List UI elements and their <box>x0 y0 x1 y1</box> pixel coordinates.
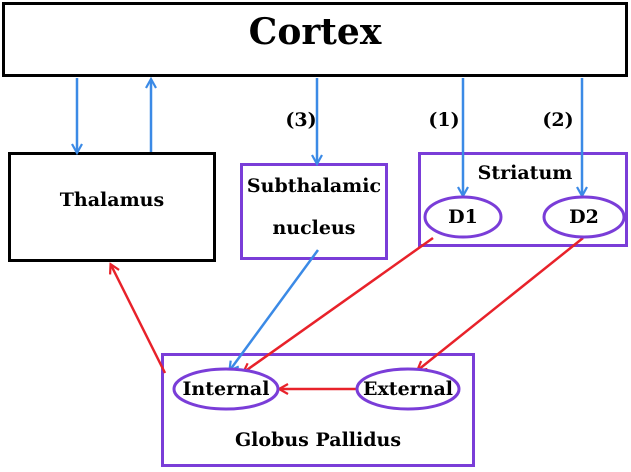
d2-ellipse <box>542 195 626 239</box>
d1-to-internal-arrow <box>244 236 434 372</box>
d1-ellipse <box>423 195 503 239</box>
pathway-label-3: (3) <box>285 109 317 131</box>
thalamus-box <box>8 152 216 262</box>
globus-pallidus-label: Globus Pallidus <box>234 429 402 451</box>
external-ellipse <box>355 367 461 411</box>
internal-label: Internal <box>182 378 270 400</box>
pathway-label-2: (2) <box>542 109 574 131</box>
internal-to-thalamus-arrow <box>111 265 167 374</box>
subthalamic-label-line1: Subthalamic <box>246 175 382 197</box>
cortex-box <box>2 2 628 77</box>
d2-to-external-arrow <box>418 237 584 370</box>
internal-ellipse <box>172 367 280 411</box>
d1-label: D1 <box>448 206 478 228</box>
subthalamic-to-internal-arrow <box>230 249 320 370</box>
external-label: External <box>362 378 454 400</box>
thalamus-label: Thalamus <box>59 189 165 211</box>
subthalamic-label-line2: nucleus <box>272 217 356 239</box>
subthalamic-nucleus-box <box>240 163 388 260</box>
pathway-label-1: (1) <box>428 109 460 131</box>
cortex-label: Cortex <box>248 11 382 53</box>
striatum-label: Striatum <box>477 162 573 184</box>
d2-label: D2 <box>569 206 599 228</box>
